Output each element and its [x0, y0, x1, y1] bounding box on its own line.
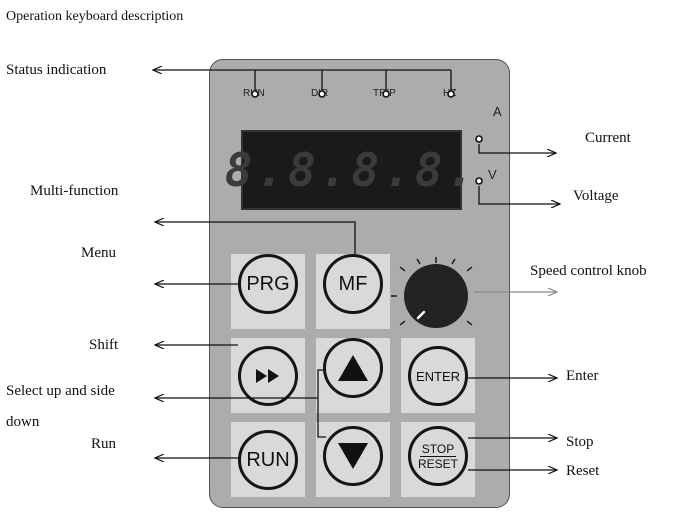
unit-label-a: A: [493, 104, 502, 119]
label-multi-function: Multi-function: [30, 183, 119, 199]
label-stop: Stop: [566, 434, 594, 450]
label-shift: Shift: [89, 337, 119, 353]
display-digits: 8.8.8.8.: [224, 143, 479, 197]
label-select-up-down: Select up and side: [6, 383, 115, 399]
reset-label: RESET: [417, 456, 458, 471]
label-speed-control-knob: Speed control knob: [530, 263, 647, 279]
speed-control-knob[interactable]: [404, 264, 468, 328]
label-select-down: down: [6, 414, 40, 430]
label-reset: Reset: [566, 463, 600, 479]
label-current: Current: [585, 130, 631, 146]
run-button-label: RUN: [246, 448, 290, 471]
label-voltage: Voltage: [573, 188, 619, 204]
stop-label: STOP: [419, 441, 457, 457]
prg-button[interactable]: PRG: [238, 254, 298, 314]
label-status-indication: Status indication: [6, 62, 107, 78]
down-triangle-icon: [338, 443, 368, 469]
down-button[interactable]: [323, 426, 383, 486]
fast-forward-icon: [256, 369, 279, 383]
up-triangle-icon: [338, 355, 368, 381]
mf-button-label: MF: [338, 272, 368, 295]
up-button[interactable]: [323, 338, 383, 398]
page-title: Operation keyboard description: [6, 9, 184, 24]
label-enter: Enter: [566, 368, 599, 384]
label-menu: Menu: [81, 245, 116, 261]
label-run: Run: [91, 436, 117, 452]
mf-button[interactable]: MF: [323, 254, 383, 314]
enter-button-label: ENTER: [415, 368, 461, 384]
led-display: 8.8.8.8.: [225, 130, 474, 210]
stop-reset-button[interactable]: STOP RESET: [408, 426, 468, 486]
unit-label-v: V: [488, 167, 497, 182]
prg-button-label: PRG: [246, 272, 290, 295]
run-button[interactable]: RUN: [238, 430, 298, 490]
enter-button[interactable]: ENTER: [408, 346, 468, 406]
shift-button[interactable]: [238, 346, 298, 406]
